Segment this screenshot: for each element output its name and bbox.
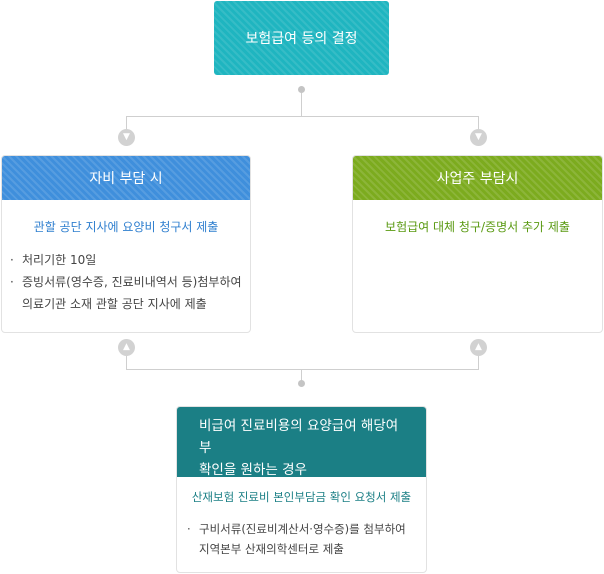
connector-dot-top [298, 86, 305, 93]
employer-pay-card: 사업주 부담시 보험급여 대체 청구/증명서 추가 제출 [352, 155, 603, 333]
non-covered-subtitle: 산재보험 진료비 본인부담금 확인 요청서 제출 [191, 490, 412, 504]
non-covered-check-card: 비급여 진료비용의 요양급여 해당여부 확인을 원하는 경우 산재보험 진료비 … [176, 406, 427, 573]
employer-pay-header: 사업주 부담시 [353, 156, 602, 200]
connector-vertical-bottom [301, 369, 302, 381]
chevron-down-icon: ▼ [118, 129, 135, 146]
chevron-down-icon: ▼ [470, 129, 487, 146]
decision-title: 보험급여 등의 결정 [245, 31, 358, 47]
employer-pay-title: 사업주 부담시 [436, 171, 519, 187]
chevron-up-icon: ▲ [118, 339, 135, 356]
decision-box: 보험급여 등의 결정 [214, 1, 389, 75]
self-pay-header: 자비 부담 시 [2, 156, 250, 200]
list-item: ·처리기한 10일 [10, 253, 97, 267]
connector-left-drop [126, 116, 127, 130]
connector-right-drop [478, 116, 479, 130]
connector-left-rise [126, 356, 127, 369]
self-pay-card: 자비 부담 시 관할 공단 지사에 요양비 청구서 제출 ·처리기한 10일 ·… [1, 155, 251, 333]
non-covered-check-header: 비급여 진료비용의 요양급여 해당여부 확인을 원하는 경우 [177, 407, 426, 478]
connector-horizontal-bottom [126, 369, 479, 370]
chevron-up-icon: ▲ [470, 339, 487, 356]
self-pay-title: 자비 부담 시 [89, 171, 163, 187]
connector-dot-bottom [298, 380, 305, 387]
non-covered-title-line2: 확인을 원하는 경우 [199, 462, 307, 478]
connector-horizontal-top [126, 116, 479, 117]
employer-pay-subtitle: 보험급여 대체 청구/증명서 추가 제출 [385, 220, 570, 234]
connector-vertical-top [301, 93, 302, 116]
non-covered-title-line1: 비급여 진료비용의 요양급여 해당여부 [199, 418, 399, 456]
connector-right-rise [478, 356, 479, 369]
self-pay-subtitle: 관할 공단 지사에 요양비 청구서 제출 [33, 220, 219, 234]
